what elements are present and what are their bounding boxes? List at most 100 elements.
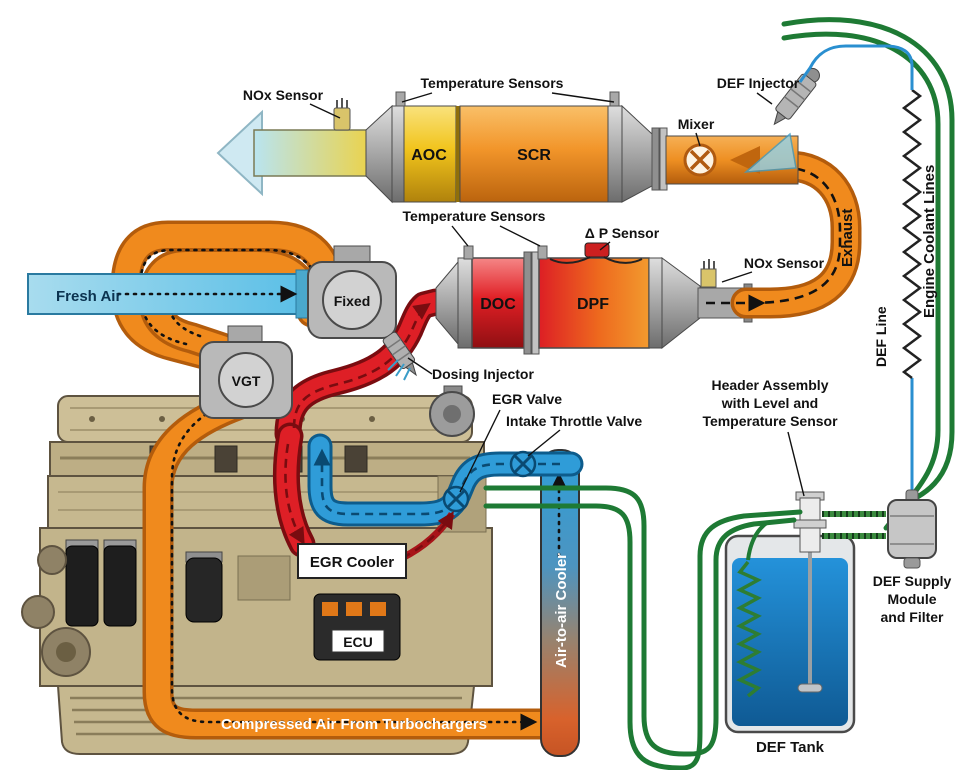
module-body bbox=[887, 499, 937, 559]
label-temperature-sensors-top: Temperature Sensors bbox=[421, 75, 564, 91]
fresh-air-flange bbox=[295, 269, 309, 319]
nox-sensor-mid-body bbox=[700, 268, 717, 288]
dosing-spray bbox=[387, 359, 411, 381]
label-fresh-air: Fresh Air bbox=[56, 288, 121, 305]
label-aoc: AOC bbox=[411, 147, 447, 164]
def-supply-module bbox=[887, 489, 937, 569]
scr-muffler bbox=[216, 91, 799, 204]
label-header-assembly-1: Header Assembly bbox=[712, 377, 829, 393]
turbo-fixed bbox=[307, 245, 397, 339]
turbo-vgt bbox=[199, 325, 293, 419]
muffler-right-band bbox=[607, 105, 623, 203]
label-header-assembly-2: with Level and bbox=[721, 395, 818, 411]
label-egr-cooler: EGR Cooler bbox=[310, 554, 394, 571]
water-pump-pulley bbox=[37, 545, 67, 575]
label-def-injector: DEF Injector bbox=[717, 75, 800, 91]
label-nox-sensor-top: NOx Sensor bbox=[243, 87, 324, 103]
nox-sensor-top-body bbox=[333, 107, 351, 131]
egr-valve-symbol bbox=[442, 485, 470, 513]
label-scr: SCR bbox=[517, 147, 551, 164]
label-def-tank: DEF Tank bbox=[756, 739, 825, 756]
dpf-right-band bbox=[648, 257, 663, 349]
label-engine-coolant-lines: Engine Coolant Lines bbox=[921, 165, 938, 318]
fuel-filter-2 bbox=[103, 545, 137, 627]
def-line bbox=[798, 44, 923, 490]
ribbed-connectors-texture bbox=[822, 511, 886, 539]
coolant-tail-b bbox=[697, 509, 803, 603]
label-delta-p-sensor: Δ P Sensor bbox=[585, 225, 660, 241]
egr-red-pipes bbox=[272, 288, 455, 562]
dosing-injector-tip bbox=[405, 362, 417, 377]
nox-sensor-mid-pins bbox=[703, 259, 715, 269]
flow-arrow-intake bbox=[313, 448, 560, 516]
header-flange bbox=[793, 519, 827, 529]
nox-sensor-top-pins bbox=[336, 98, 348, 108]
tank-heater-coil bbox=[736, 560, 762, 698]
dpf-outlet-cone bbox=[661, 257, 701, 350]
label-dpf: DPF bbox=[577, 296, 609, 313]
coolant-tail-a bbox=[713, 517, 797, 603]
label-def-supply-2: Module bbox=[888, 591, 937, 607]
leader-line bbox=[451, 225, 541, 247]
component-boxes bbox=[297, 543, 407, 661]
def-line-heated-coil bbox=[901, 89, 923, 379]
dpf-flange-a bbox=[523, 251, 532, 355]
coil-feed bbox=[746, 520, 770, 561]
label-dosing-injector: Dosing Injector bbox=[432, 366, 534, 382]
leader-line bbox=[401, 92, 615, 103]
leader-line bbox=[599, 241, 611, 251]
module-lines bbox=[890, 515, 934, 545]
coolant-lines-engine bbox=[483, 485, 719, 770]
flow-arrow-egr-to-valve bbox=[401, 511, 454, 560]
label-exhaust: Exhaust bbox=[839, 209, 856, 267]
label-nox-sensor-mid: NOx Sensor bbox=[744, 255, 825, 271]
leader-line bbox=[756, 92, 773, 105]
alternator-hub bbox=[443, 405, 461, 423]
air-to-air-cooler bbox=[540, 449, 580, 757]
idler-pulley bbox=[21, 595, 55, 629]
oil-filter bbox=[185, 557, 223, 623]
aoc-body bbox=[403, 105, 457, 203]
label-egr-valve: EGR Valve bbox=[492, 391, 562, 407]
temp-sensor-pin bbox=[463, 245, 474, 260]
def-injector-tip bbox=[773, 110, 787, 126]
engine-block bbox=[21, 385, 493, 755]
leader-line bbox=[459, 409, 501, 493]
muffler-left-cone bbox=[365, 104, 393, 204]
aoc-scr-divider bbox=[456, 106, 460, 202]
fuel-filter bbox=[65, 545, 99, 627]
ecu-connector bbox=[370, 602, 386, 616]
dosing-injector bbox=[382, 331, 417, 381]
def-line-upper bbox=[798, 44, 914, 90]
leader-line bbox=[721, 271, 753, 283]
flow-arrow-egr-down bbox=[284, 443, 305, 545]
label-def-line: DEF Line bbox=[873, 306, 889, 367]
label-intake-throttle-valve: Intake Throttle Valve bbox=[506, 413, 642, 429]
muffler-right-cone bbox=[621, 104, 653, 203]
intake-pipe bbox=[307, 433, 584, 527]
fixed-turbo-volute bbox=[322, 270, 382, 330]
leader-line bbox=[695, 132, 701, 147]
delta-p-tubes bbox=[549, 256, 643, 264]
label-ecu: ECU bbox=[343, 634, 373, 650]
temp-sensor-pin bbox=[537, 245, 548, 260]
label-mixer: Mixer bbox=[678, 116, 715, 132]
module-bottom-port bbox=[903, 557, 921, 569]
label-header-assembly-3: Temperature Sensor bbox=[702, 413, 838, 429]
dpf-flange-b bbox=[531, 251, 540, 355]
label-air-to-air-cooler: Air-to-air Cooler bbox=[553, 553, 570, 668]
outlet-pipe bbox=[253, 129, 369, 177]
def-tank bbox=[724, 491, 856, 734]
flow-arrow-exhaust-to-doc bbox=[292, 303, 431, 429]
doc-inlet-cone bbox=[435, 260, 459, 346]
crank-pulley-hub bbox=[56, 642, 76, 662]
muffler-left-band bbox=[391, 105, 405, 203]
air-to-air-cooler-body bbox=[540, 449, 580, 757]
coolant-right-b bbox=[781, 31, 941, 531]
ribbed-connectors bbox=[822, 511, 886, 539]
leader-line bbox=[309, 103, 341, 119]
labels: NOx Sensor Temperature Sensors DEF Injec… bbox=[56, 75, 951, 756]
def-spray-cone bbox=[743, 132, 797, 173]
label-doc: DOC bbox=[480, 296, 516, 313]
